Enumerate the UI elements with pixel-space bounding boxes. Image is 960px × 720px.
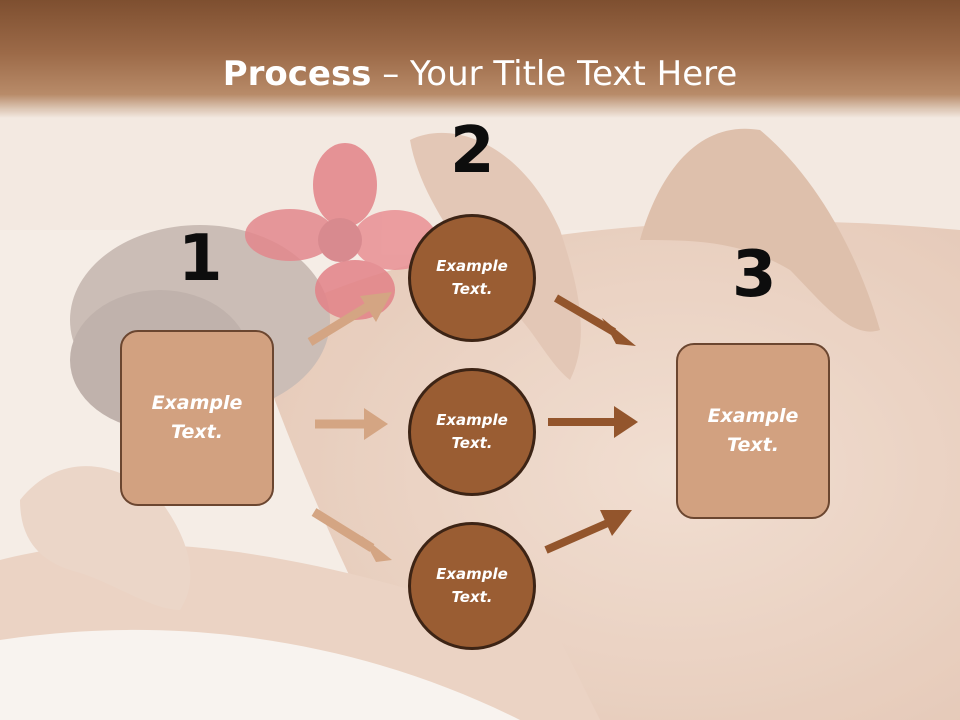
title-bold: Process <box>222 54 372 94</box>
step-1-text: Example Text. <box>151 392 243 443</box>
slide-title: Process – Your Title Text Here <box>0 52 960 96</box>
step-number-3: 3 <box>732 238 777 312</box>
title-bar <box>0 0 960 118</box>
circle-text-bottom: Example Text. <box>436 565 508 606</box>
step-number-1: 1 <box>178 222 223 296</box>
step-3-box: Example Text. <box>676 343 830 519</box>
arrow-left-down <box>311 508 392 562</box>
arrow-left-up <box>307 292 392 346</box>
step-number-2: 2 <box>450 114 495 188</box>
step-1-box: Example Text. <box>120 330 274 506</box>
circle-text-middle: Example Text. <box>436 411 508 452</box>
step-3-text: Example Text. <box>707 405 799 456</box>
arrow-right-top <box>553 294 636 346</box>
title-rest: – Your Title Text Here <box>371 54 738 94</box>
arrow-right-middle <box>548 406 638 438</box>
step-2-circle-bottom: Example Text. <box>408 522 536 650</box>
arrow-left-middle <box>315 408 388 440</box>
arrow-right-bottom <box>544 510 632 554</box>
step-2-circle-top: Example Text. <box>408 214 536 342</box>
step-2-circle-middle: Example Text. <box>408 368 536 496</box>
circle-text-top: Example Text. <box>436 257 508 298</box>
